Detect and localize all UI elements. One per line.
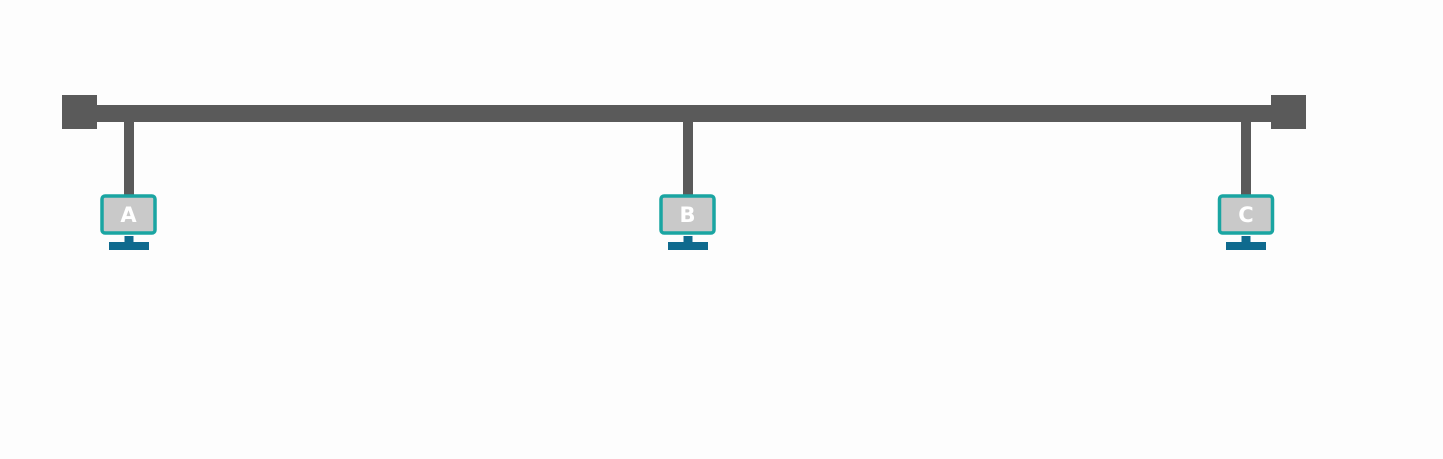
node-a: A (100, 120, 157, 250)
drop-cable-b (683, 120, 693, 198)
computer-monitor-icon (659, 194, 716, 250)
monitor-stand (683, 236, 693, 242)
bus-left-terminator (62, 95, 97, 129)
node-label-c: C (1238, 203, 1253, 227)
monitor-stand (124, 236, 134, 242)
drop-cable-a (124, 120, 134, 198)
monitor-stand (1241, 236, 1251, 242)
monitor-screen (100, 194, 157, 235)
monitor-base (1226, 242, 1266, 250)
node-c: C (1217, 120, 1275, 250)
computer-monitor-icon (1217, 194, 1275, 250)
node-label-b: B (679, 203, 695, 227)
monitor-screen (1217, 194, 1275, 235)
bus-backbone-cable (80, 105, 1290, 122)
monitor-base (668, 242, 708, 250)
node-label-a: A (120, 203, 137, 227)
drop-cable-c (1241, 120, 1251, 198)
monitor-screen (659, 194, 716, 235)
monitor-base (109, 242, 149, 250)
node-b: B (659, 120, 716, 250)
computer-monitor-icon (100, 194, 157, 250)
bus-right-terminator (1271, 95, 1306, 129)
